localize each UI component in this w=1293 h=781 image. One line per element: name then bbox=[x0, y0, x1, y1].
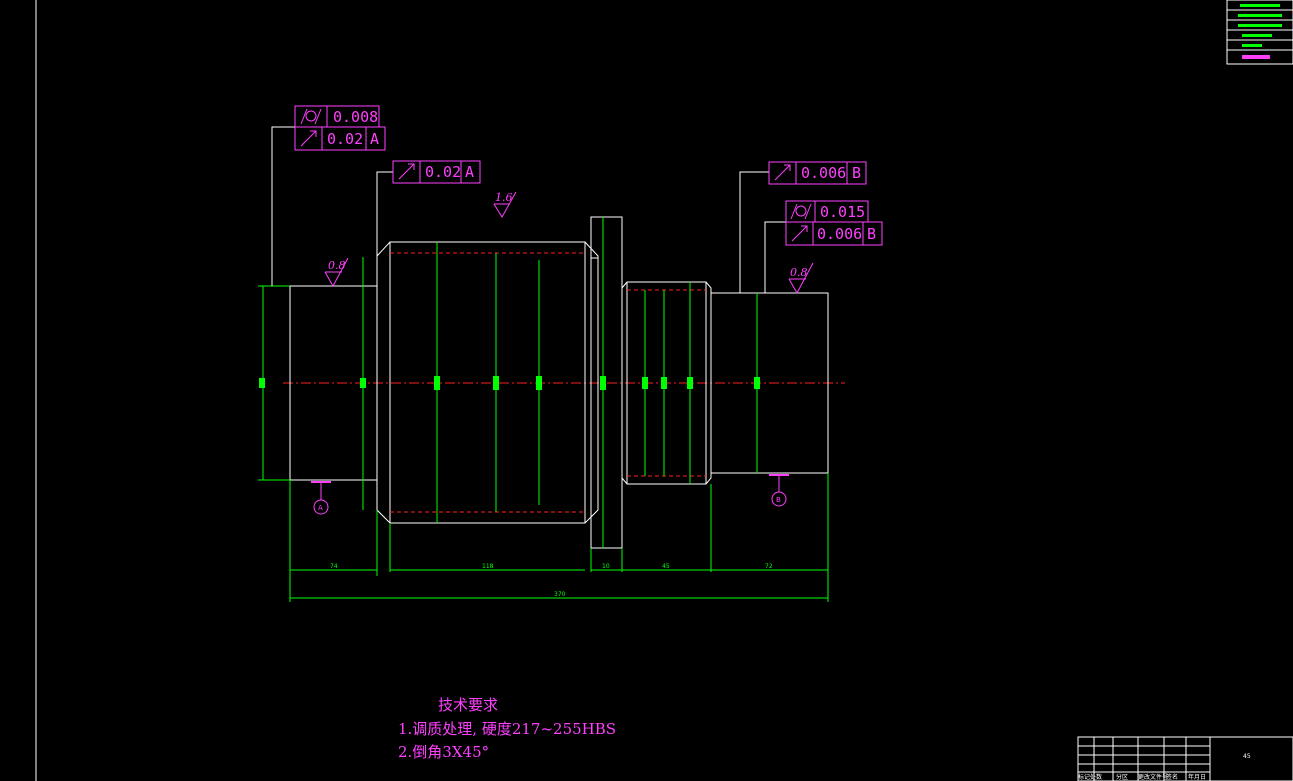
tech-requirement-1: 1.调质处理, 硬度217~255HBS bbox=[398, 720, 616, 738]
dim-45: 45 bbox=[662, 563, 670, 570]
roughness-value: 1.6 bbox=[495, 191, 513, 204]
runout-datum: B bbox=[852, 164, 861, 182]
runout-icon bbox=[300, 130, 317, 147]
length-dimensions bbox=[289, 473, 829, 602]
tolerance-frame-right bbox=[785, 200, 883, 246]
dim-118: 118 bbox=[482, 563, 494, 570]
title-block-footer-4: 签名 bbox=[1166, 773, 1178, 781]
dim-72: 72 bbox=[765, 563, 773, 570]
length-labels: 74 118 10 45 72 370 bbox=[330, 563, 773, 598]
cylindricity-value: 0.008 bbox=[333, 108, 378, 126]
runout-icon bbox=[791, 225, 808, 242]
tech-requirements-title: 技术要求 bbox=[438, 696, 498, 714]
runout-value: 0.006 bbox=[817, 225, 862, 243]
shaft-outline bbox=[289, 216, 829, 549]
tolerance-frame-mid bbox=[392, 160, 481, 184]
tolerance-frame-right-top bbox=[768, 161, 867, 185]
title-block-number: 45 bbox=[1243, 753, 1251, 760]
roughness-value: 0.8 bbox=[790, 266, 808, 279]
revision-table bbox=[1226, 0, 1293, 65]
datum-b-symbol bbox=[769, 474, 789, 507]
tech-requirement-2: 2.倒角3X45° bbox=[398, 743, 489, 761]
title-block bbox=[1077, 736, 1293, 781]
runout-datum: A bbox=[370, 130, 379, 148]
dim-10: 10 bbox=[602, 563, 610, 570]
cylindricity-icon bbox=[790, 203, 812, 220]
leader-lines bbox=[271, 126, 786, 293]
runout-icon bbox=[398, 163, 415, 180]
datum-a-symbol bbox=[311, 481, 331, 515]
cylindricity-icon bbox=[300, 108, 322, 125]
dim-370: 370 bbox=[554, 591, 566, 598]
runout-value: 0.02 bbox=[425, 163, 461, 181]
runout-value: 0.006 bbox=[801, 164, 846, 182]
runout-datum: B bbox=[867, 225, 876, 243]
roughness-symbol bbox=[493, 191, 517, 218]
roughness-value: 0.8 bbox=[328, 259, 346, 272]
cylindricity-value: 0.015 bbox=[820, 203, 865, 221]
diameter-labels bbox=[259, 376, 760, 390]
runout-value: 0.02 bbox=[327, 130, 363, 148]
roughness-symbol bbox=[324, 257, 349, 288]
title-block-footer-1: 标记处数 bbox=[1078, 773, 1102, 781]
datum-b-label: B bbox=[776, 496, 781, 504]
thread-lines bbox=[390, 252, 706, 513]
tolerance-frame-left bbox=[294, 105, 386, 151]
runout-icon bbox=[774, 164, 791, 181]
title-block-footer-5: 年月日 bbox=[1188, 773, 1206, 781]
roughness-symbol bbox=[788, 262, 814, 295]
runout-datum: A bbox=[465, 163, 474, 181]
dim-74: 74 bbox=[330, 563, 338, 570]
title-block-footer-2: 分区 bbox=[1116, 773, 1128, 781]
datum-a-label: A bbox=[318, 504, 323, 512]
title-block-footer-3: 更改文件号 bbox=[1138, 773, 1168, 781]
